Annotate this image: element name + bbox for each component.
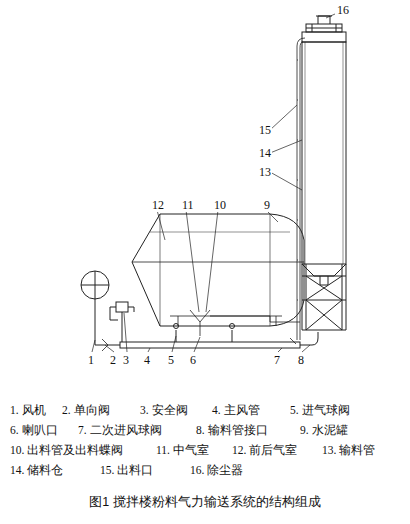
callout-number: 10: [213, 199, 227, 212]
part-legend-item: 16. 除尘器: [190, 464, 243, 477]
leader-lines: [92, 14, 335, 352]
callout-number: 3: [122, 354, 130, 367]
fan-and-valves: [81, 271, 134, 351]
cement-tanker: [132, 214, 304, 336]
callout-number: 2: [109, 354, 117, 367]
dust-collector: [302, 16, 346, 42]
callout-number: 15: [258, 124, 272, 137]
callout-number: 5: [167, 354, 175, 367]
part-legend-item: 3. 安全阀: [140, 404, 188, 417]
storage-silo: [302, 42, 346, 330]
part-legend-item: 12. 前后气室: [232, 444, 297, 457]
callout-number: 1: [87, 354, 95, 367]
callout-number: 14: [258, 147, 272, 160]
part-legend-item: 8. 输料管接口: [196, 424, 268, 437]
part-legend-item: 1. 风机: [10, 404, 46, 417]
part-legend-item: 6. 喇叭口: [10, 424, 58, 437]
part-legend-item: 4. 主风管: [212, 404, 260, 417]
main-air-pipe: [120, 330, 318, 348]
callout-number: 4: [143, 354, 151, 367]
part-legend-item: 2. 单向阀: [62, 404, 110, 417]
part-legend-item: 13. 输料管: [322, 444, 375, 457]
callout-number: 6: [189, 354, 197, 367]
part-legend-item: 5. 进气球阀: [290, 404, 350, 417]
callout-number: 12: [151, 199, 165, 212]
callout-number: 9: [263, 199, 271, 212]
callout-number: 13: [258, 166, 272, 179]
figure-caption: 图1 搅拌楼粉料气力输送系统的结构组成: [89, 496, 320, 510]
part-legend-item: 11. 中气室: [156, 444, 209, 457]
callout-number: 8: [297, 354, 305, 367]
callout-number: 7: [273, 354, 281, 367]
callout-number: 16: [336, 4, 350, 17]
callout-number: 11: [181, 199, 195, 212]
part-legend-item: 15. 出料口: [100, 464, 153, 477]
part-legend-item: 10. 出料管及出料蝶阀: [10, 444, 123, 457]
part-legend-item: 9. 水泥罐: [300, 424, 348, 437]
part-legend-item: 7. 二次进风球阀: [78, 424, 162, 437]
part-legend-item: 14. 储料仓: [10, 464, 63, 477]
